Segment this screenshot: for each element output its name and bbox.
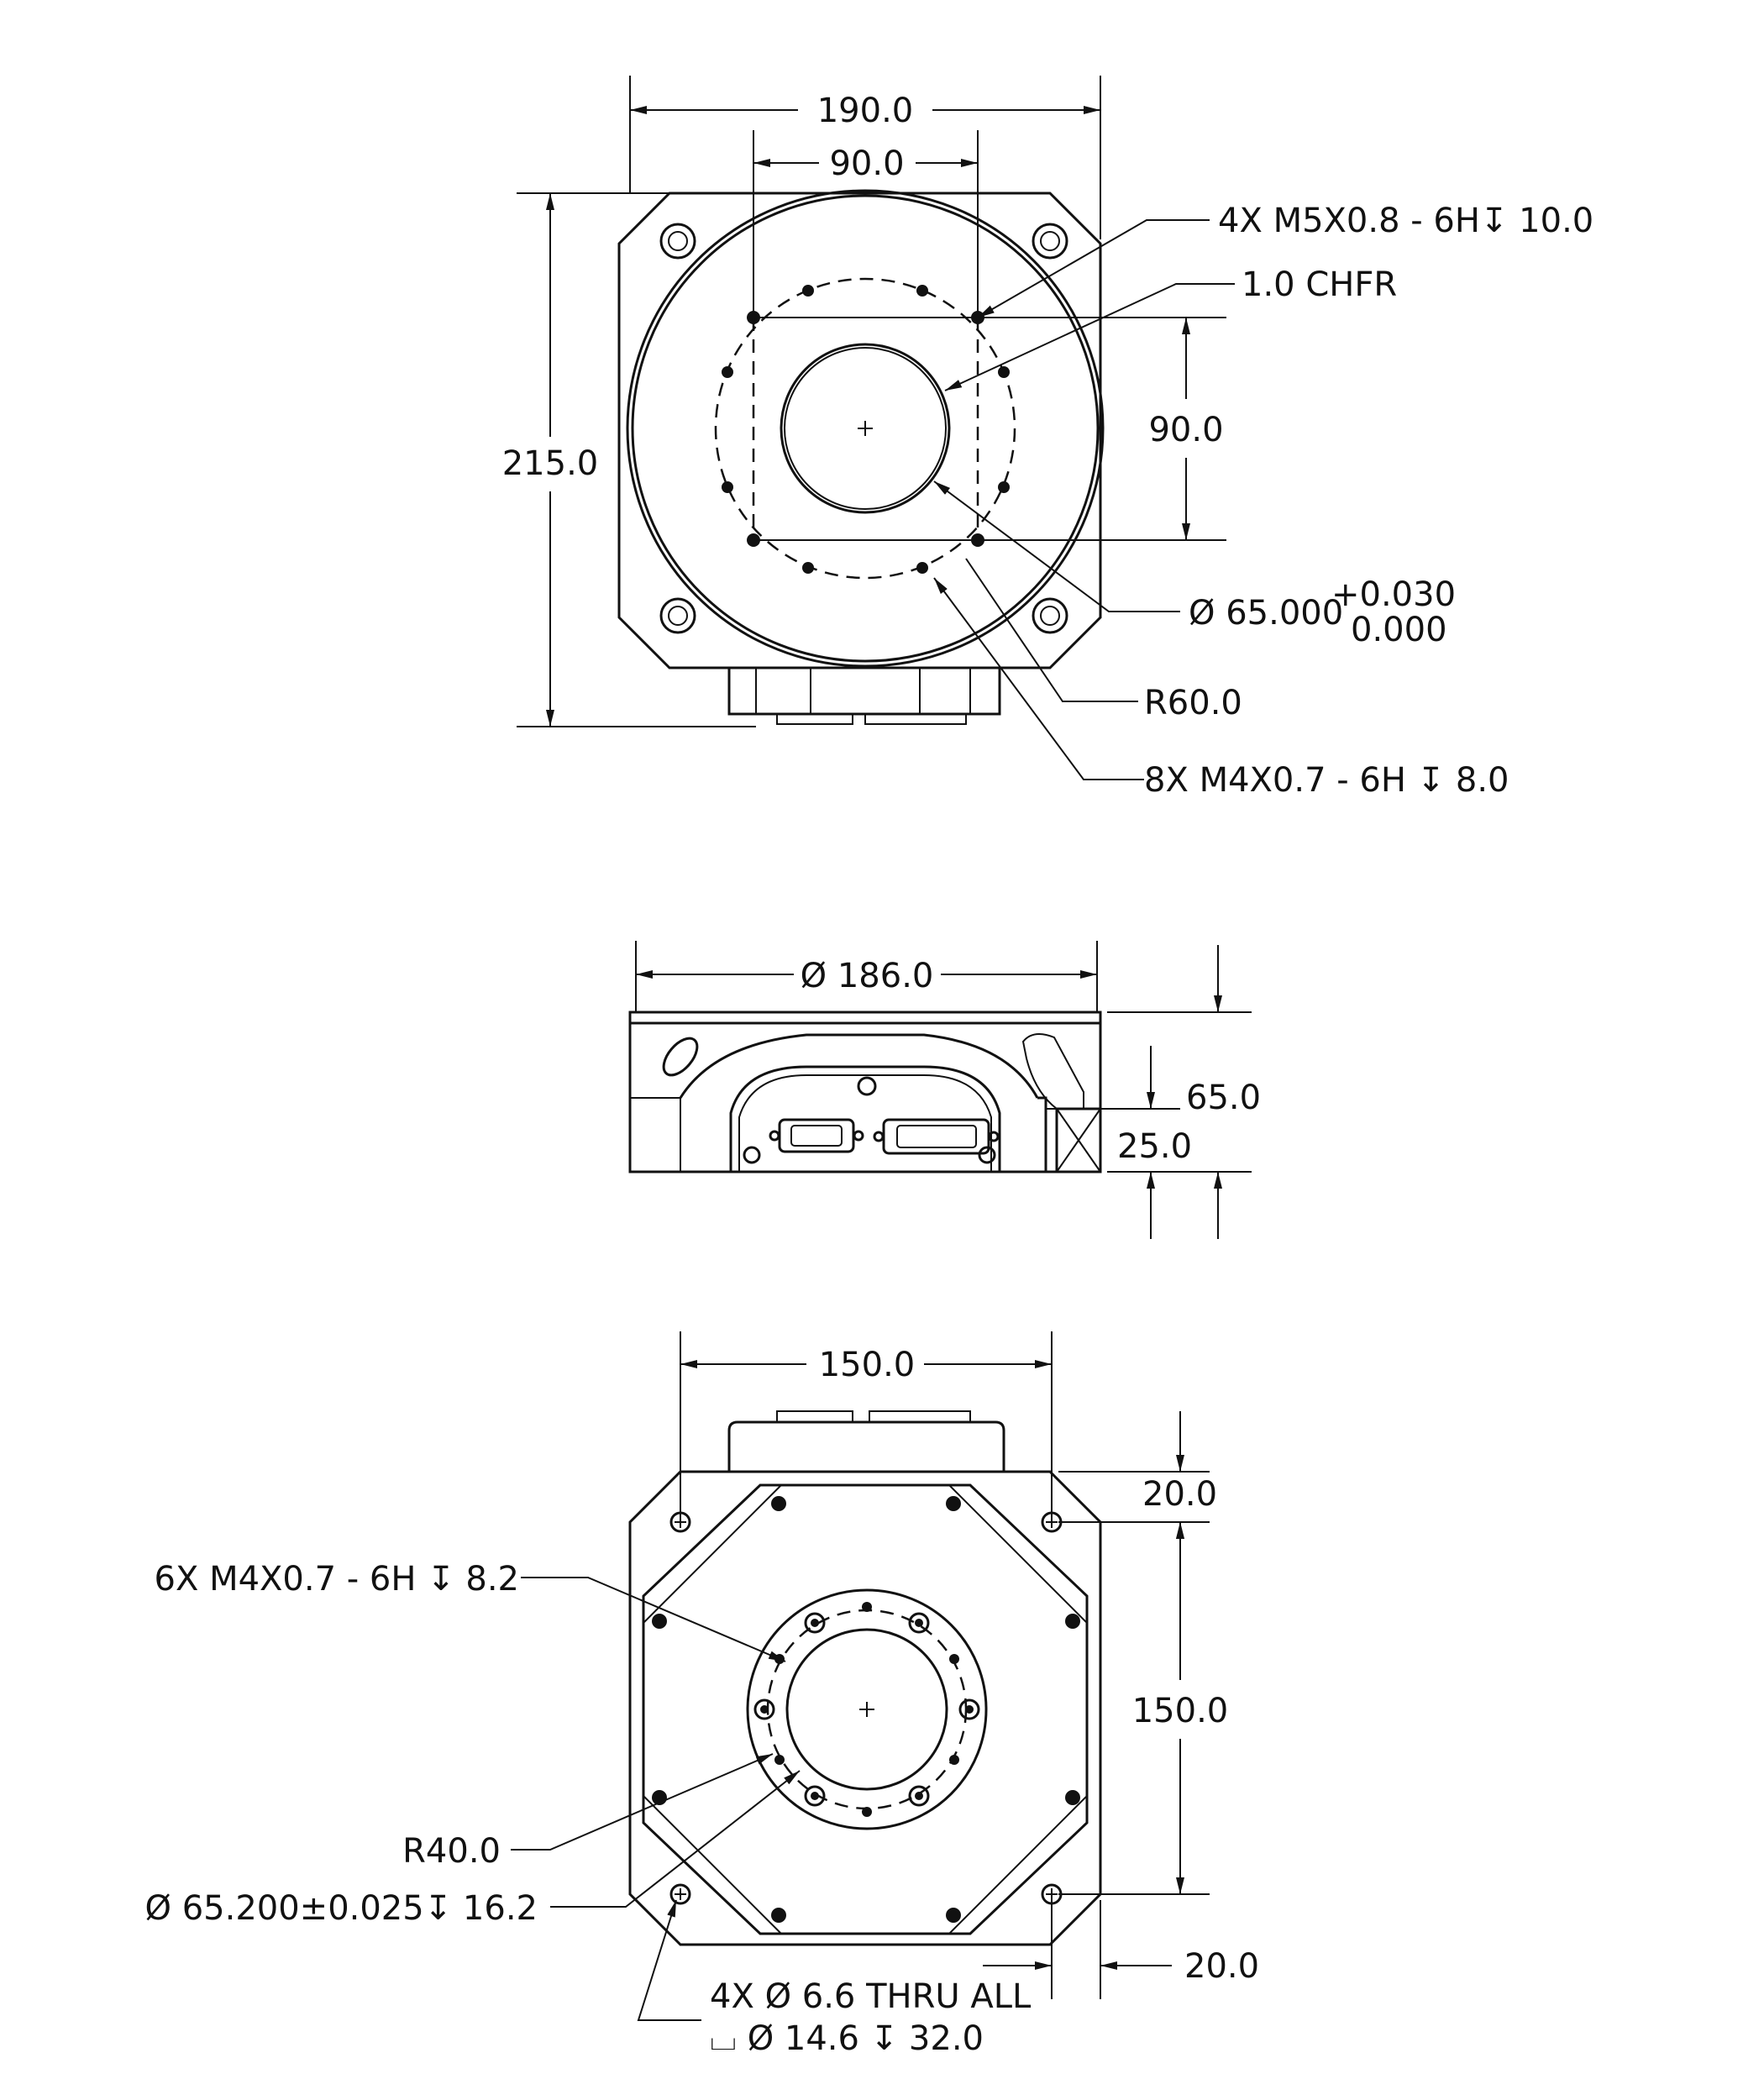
- dim-top-pattern-width: 90.0: [829, 144, 904, 183]
- dim-side-height: 65.0: [1186, 1079, 1261, 1117]
- top-table-inner: [631, 194, 1100, 663]
- note-bottom-6x-holes: 6X M4X0.7 - 6H ↧ 8.2: [155, 1560, 520, 1599]
- note-top-radius: R60.0: [1144, 684, 1242, 722]
- bottom-connector-block: [727, 1410, 1005, 1472]
- side-body-outline: [628, 1011, 1102, 1173]
- top-bolt-circle: [714, 277, 1016, 580]
- dim-side-diameter: Ø 186.0: [801, 957, 934, 995]
- dim-bottom-width: 150.0: [819, 1346, 916, 1384]
- side-view: Ø 186.0 65.0 25.0: [628, 941, 1261, 1239]
- note-bottom-counterbore: ⌴ Ø 14.6 ↧ 32.0: [710, 2019, 984, 2058]
- note-top-bore-tol-lower: 0.000: [1351, 611, 1447, 649]
- note-top-bore-tol-upper: +0.030: [1331, 575, 1456, 614]
- top-center-bore: [780, 343, 951, 514]
- note-top-chamfer: 1.0 CHFR: [1242, 265, 1397, 304]
- bottom-hub-holes: [753, 1602, 980, 1817]
- top-view: 190.0 90.0 215.0 90.0 4X M5X0.8 - 6H↧ 10…: [502, 76, 1593, 800]
- bottom-housing-outline: [628, 1470, 1102, 1946]
- dim-top-pattern-height: 90.0: [1148, 411, 1223, 449]
- note-bottom-bore: Ø 65.200±0.025↧ 16.2: [145, 1889, 538, 1928]
- top-housing-outline: [617, 192, 1102, 669]
- top-table-outer: [626, 189, 1105, 668]
- dim-bottom-height: 150.0: [1132, 1692, 1229, 1730]
- side-section-detail: [1021, 1033, 1102, 1173]
- dim-top-height: 215.0: [502, 444, 599, 483]
- note-top-8x-holes: 8X M4X0.7 - 6H ↧ 8.0: [1144, 761, 1509, 800]
- dim-top-width: 190.0: [817, 92, 914, 130]
- bottom-hub-outer: [746, 1588, 988, 1830]
- top-connector-block: [727, 668, 1001, 725]
- note-top-4x-holes: 4X M5X0.8 - 6H↧ 10.0: [1218, 202, 1593, 240]
- note-bottom-radius: R40.0: [402, 1832, 501, 1871]
- bottom-hub-bore: [785, 1628, 948, 1791]
- bottom-view: 150.0 20.0 150.0 20.0 6X M4X0.7 - 6H ↧ 8…: [145, 1331, 1259, 2058]
- top-bolt-holes: [722, 285, 1010, 574]
- bottom-plate-holes: [652, 1496, 1080, 1923]
- top-center-bore-inner: [784, 347, 947, 510]
- note-top-bore-diameter: Ø 65.000: [1189, 594, 1343, 633]
- top-corner-holes: [659, 223, 1068, 634]
- dim-side-step: 25.0: [1117, 1127, 1192, 1166]
- dim-bottom-offset-right: 20.0: [1184, 1947, 1259, 1986]
- note-bottom-through-holes: 4X Ø 6.6 THRU ALL: [710, 1977, 1032, 2016]
- dim-bottom-offset-top: 20.0: [1142, 1475, 1217, 1514]
